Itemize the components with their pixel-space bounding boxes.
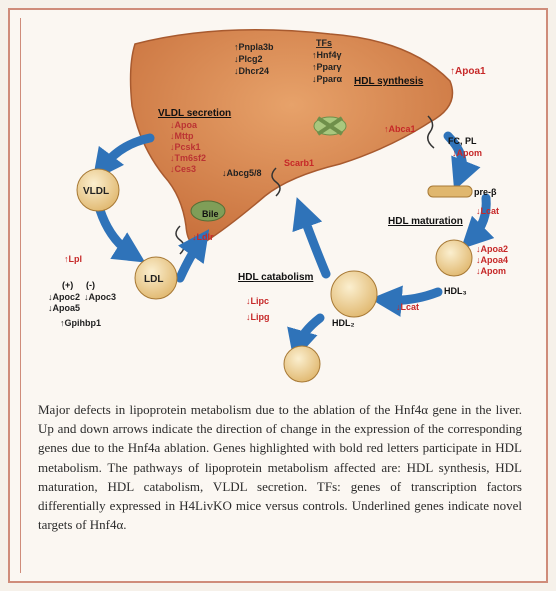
hdl-catabolism-heading: HDL catabolism	[238, 272, 313, 283]
vldl-particle-icon: VLDL	[77, 169, 119, 211]
hdl-maturation-gene-3: ↓Apom	[476, 266, 506, 276]
minus-label: (-)	[86, 280, 95, 290]
lipc-label: ↓Lipc	[246, 296, 269, 306]
svg-text:HDL₂: HDL₂	[332, 318, 355, 328]
svg-text:↑Hnf4γ ↑Pparγ ↓Pparα: ↑Hnf4γ ↑Pparγ ↓Pparα	[312, 50, 344, 84]
lipg-label: ↓Lipg	[246, 312, 270, 322]
gpihbp-label: ↑Gpihbp1	[60, 318, 101, 328]
liver-gene-3: ↓Dhcr24	[234, 66, 269, 76]
svg-text:↓Apoa2 ↓Apoa4 ↓Apom: ↓Apoa2 ↓Apoa4 ↓Apom	[476, 244, 511, 276]
pre-beta-hdl-icon: pre-β	[428, 186, 497, 197]
hdl-maturation-heading: HDL maturation	[388, 216, 463, 227]
tfs-heading: TFs	[316, 38, 332, 48]
ldlr-label: ↓Ldlr	[192, 232, 214, 242]
lcat-label: ↓Lcat	[476, 206, 499, 216]
tf-gene-2: ↑Pparγ	[312, 62, 342, 72]
left-gene-2: ↓Apoa5	[48, 303, 80, 313]
tf-gene-3: ↓Pparα	[312, 74, 343, 84]
tf-hub-icon	[314, 117, 346, 135]
lcat2-label: ↓Lcat	[396, 302, 419, 312]
vldl-secretion-heading: VLDL secretion	[158, 108, 231, 119]
svg-text:↓Lipc ↓Lipg: ↓Lipc ↓Lipg	[246, 296, 272, 322]
svg-text:pre-β: pre-β	[474, 187, 497, 197]
hdl-synthesis-heading: HDL synthesis	[354, 76, 424, 87]
left-gene-1: ↓Apoc2	[48, 292, 80, 302]
vldl-gene-2: ↓Mttp	[170, 131, 194, 141]
hdl-maturation-gene-2: ↓Apoa4	[476, 255, 508, 265]
vldl-gene-3: ↓Pcsk1	[170, 142, 201, 152]
hdl-maturation-gene-1: ↓Apoa2	[476, 244, 508, 254]
liver-gene-2: ↓Plcg2	[234, 54, 263, 64]
catabolized-hdl-particle-icon	[284, 346, 320, 382]
apoa1-label: ↑Apoa1	[450, 66, 486, 77]
svg-text:↓Apoc2 ↓Apoa5: ↓Apoc2 ↓Apoa5	[48, 292, 83, 313]
figure-caption: Major defects in lipoprotein metabolism …	[38, 400, 522, 534]
svg-text:LDL: LDL	[144, 274, 163, 285]
vldl-gene-1: ↓Apoa	[170, 120, 198, 130]
arrow-vldl-secretion	[102, 138, 150, 168]
tf-gene-1: ↑Hnf4γ	[312, 50, 342, 60]
abcg-label: ↓Abcg5/8	[222, 168, 262, 178]
scarb1-label: Scarb1	[284, 158, 314, 168]
arrow-vldl-to-ldl	[100, 210, 132, 254]
svg-text:HDL₃: HDL₃	[444, 286, 467, 296]
arrow-hdl2-to-small	[298, 318, 320, 346]
svg-text:Bile: Bile	[202, 209, 219, 219]
arrow-ldl-uptake	[180, 242, 200, 278]
arrow-prebeta-to-hdl3	[472, 198, 486, 238]
hdl2-particle-icon: HDL₂	[331, 271, 377, 328]
ldl-particle-icon: LDL	[135, 257, 177, 299]
abca1-label: ↑Abca1	[384, 124, 416, 134]
hdl3-particle-icon: HDL₃	[436, 240, 472, 296]
liver-gene-1: ↑Pnpla3b	[234, 42, 274, 52]
vldl-gene-5: ↓Ces3	[170, 164, 196, 174]
fc-pl-label: FC, PL	[448, 136, 477, 146]
margin-rule	[20, 18, 21, 573]
lpl-label: ↑Lpl	[64, 254, 82, 264]
lipoprotein-diagram: Bile pre-β VLDL LDL HDL₃ HDL₂	[40, 26, 520, 386]
bile-icon: Bile	[191, 201, 225, 221]
svg-text:VLDL: VLDL	[83, 186, 109, 197]
vldl-gene-4: ↓Tm6sf2	[170, 153, 206, 163]
apom-label: ↓Apom	[452, 148, 482, 158]
ldlr-receptor-icon	[176, 226, 184, 254]
left-gene-3: ↓Apoc3	[84, 292, 116, 302]
arrow-hdl3-to-hdl2	[386, 292, 438, 300]
arrow-hdl-catabolism	[302, 212, 326, 274]
plus-label: (+)	[62, 280, 73, 290]
